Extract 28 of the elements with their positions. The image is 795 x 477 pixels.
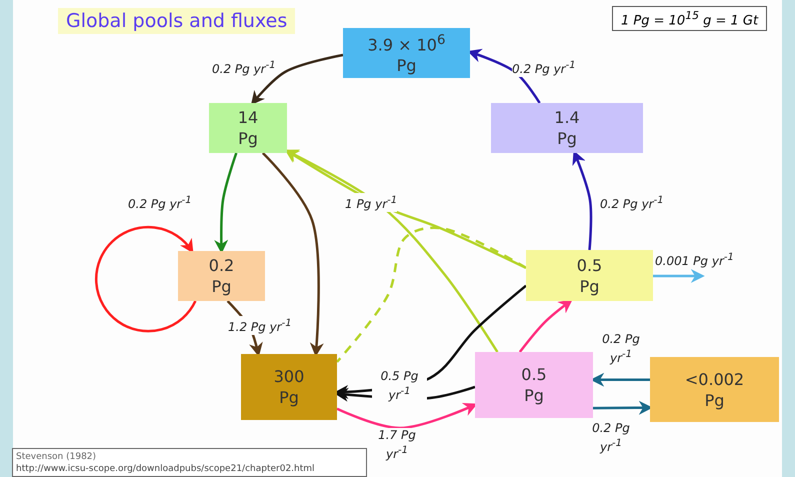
pool-box: 0.5 Pg	[475, 352, 593, 418]
citation-text: Stevenson (1982)	[16, 452, 96, 462]
pool-box: 3.9 × 10$^{6}$ Pg	[343, 28, 470, 78]
edge-label: 0.2 Pg yr$^{-1}$	[212, 58, 276, 77]
edge-label: 0.2 Pg yr$^{-1}$	[512, 58, 576, 77]
pool-box: 14 Pg	[209, 103, 287, 153]
edge-label: 0.2 Pg yr$^{-1}$	[128, 193, 192, 212]
pool-box: 0.5 Pg	[526, 250, 653, 301]
pool-box: <0.002 Pg	[650, 357, 779, 422]
arrow	[518, 299, 573, 353]
source-url: http://www.icsu-scope.org/downloadpubs/scope21/chapter02.html	[16, 464, 315, 474]
arrow	[262, 152, 324, 357]
arrow	[284, 150, 498, 353]
title: Global pools and fluxes	[58, 8, 296, 34]
unit-note: 1 Pg = 10$^{15}$ g = 1 Gt	[612, 6, 768, 32]
edge-label: 1 Pg yr$^{-1}$	[345, 193, 398, 212]
pool-box: 300 Pg	[241, 354, 337, 420]
line	[336, 226, 527, 363]
edge-label: 0.5 Pg yr$^{-1}$	[372, 369, 427, 403]
pool-box: 1.4 Pg	[491, 103, 643, 153]
edge-label: 0.001 Pg yr$^{-1}$	[655, 250, 734, 269]
arrow	[95, 226, 196, 332]
arrow	[250, 54, 344, 106]
pool-box: 0.2 Pg	[178, 251, 265, 301]
arrow	[653, 269, 705, 283]
edge-label: 0.2 Pg yr$^{-1}$	[600, 193, 664, 212]
edge-label: 1.2 Pg yr$^{-1}$	[228, 316, 292, 335]
arrow	[214, 152, 238, 254]
